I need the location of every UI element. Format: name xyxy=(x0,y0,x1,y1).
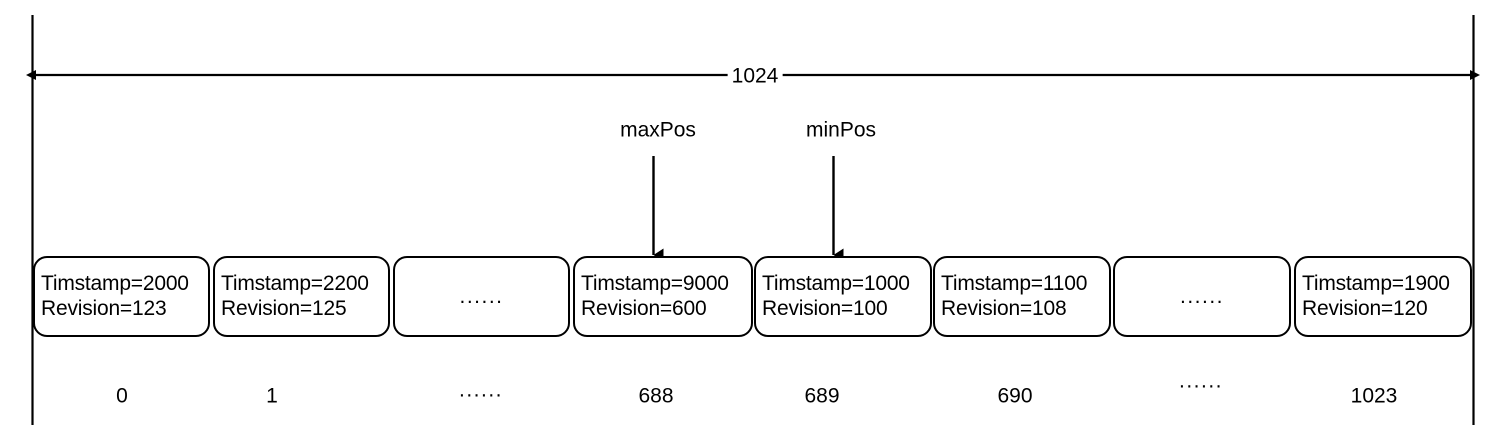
slot-index-1023: 1023 xyxy=(1350,384,1398,408)
slot-timestamp-1023: Timstamp=1900 xyxy=(1302,271,1450,295)
slot-box-690[interactable]: Timstamp=1100 Revision=108 xyxy=(933,256,1111,337)
slot-revision-688: Revision=600 xyxy=(581,296,707,320)
slot-revision-0: Revision=123 xyxy=(41,296,167,320)
slot-revision-690: Revision=108 xyxy=(941,296,1067,320)
slot-ellipsis-dots-right: ...... xyxy=(1179,285,1224,308)
slot-index-688: 688 xyxy=(638,384,674,408)
slot-ellipsis-dots-left: ...... xyxy=(459,285,504,308)
slot-box-689[interactable]: Timstamp=1000 Revision=100 xyxy=(754,256,932,337)
slot-box-1[interactable]: Timstamp=2200 Revision=125 xyxy=(213,256,390,337)
slot-timestamp-690: Timstamp=1100 xyxy=(941,271,1088,295)
slot-revision-1023: Revision=120 xyxy=(1302,296,1428,320)
slot-box-688[interactable]: Timstamp=9000 Revision=600 xyxy=(573,256,753,337)
slot-box-ellipsis-right[interactable]: ...... xyxy=(1113,256,1291,337)
slot-index-1: 1 xyxy=(266,384,278,408)
slot-index-ellipsis-right: ...... xyxy=(1178,369,1224,393)
slot-revision-1: Revision=125 xyxy=(221,296,347,320)
minpos-label: minPos xyxy=(805,118,877,142)
slot-timestamp-689: Timstamp=1000 xyxy=(762,271,910,295)
slot-index-0: 0 xyxy=(116,384,128,408)
slot-index-690: 690 xyxy=(997,384,1033,408)
slot-timestamp-688: Timstamp=9000 xyxy=(581,271,729,295)
slot-index-ellipsis-left: ...... xyxy=(458,378,504,402)
slot-index-689: 689 xyxy=(804,384,840,408)
capacity-dimension-label: 1024 xyxy=(727,65,783,87)
maxpos-label: maxPos xyxy=(620,118,696,142)
slot-timestamp-0: Timstamp=2000 xyxy=(41,271,189,295)
slot-box-ellipsis-left[interactable]: ...... xyxy=(393,256,570,337)
slot-timestamp-1: Timstamp=2200 xyxy=(221,271,369,295)
slot-revision-689: Revision=100 xyxy=(762,296,888,320)
slot-box-0[interactable]: Timstamp=2000 Revision=123 xyxy=(33,256,210,337)
slot-box-1023[interactable]: Timstamp=1900 Revision=120 xyxy=(1294,256,1472,337)
